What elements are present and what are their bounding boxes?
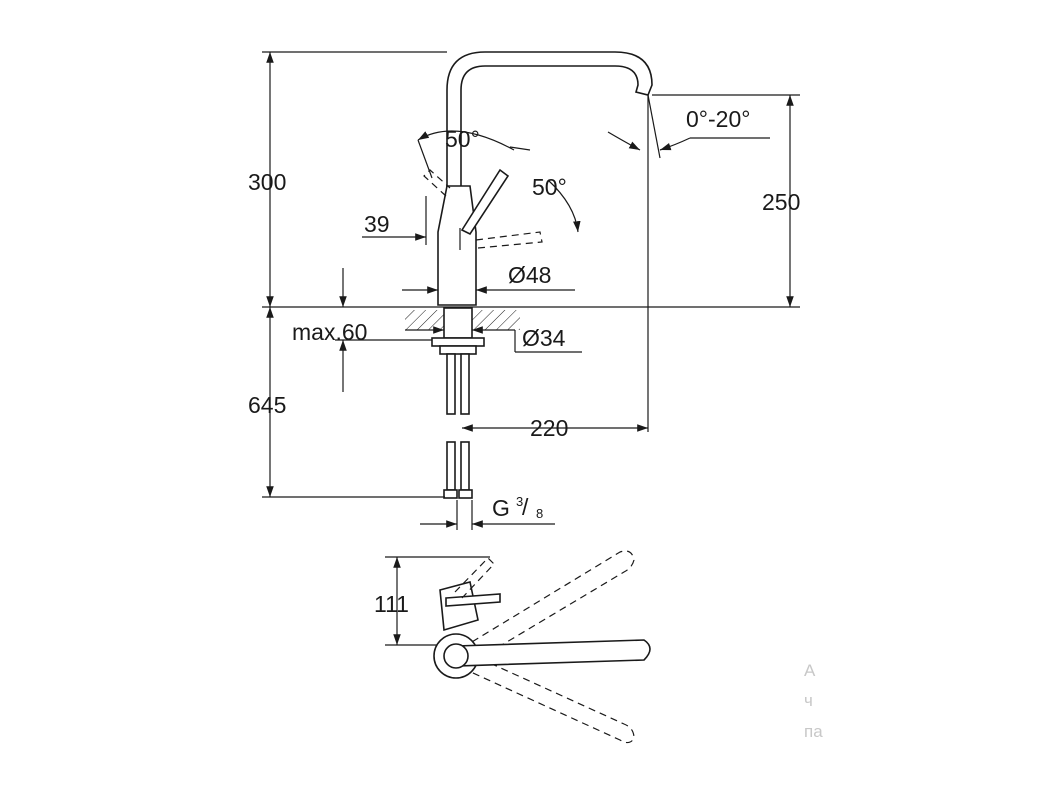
lever-handle — [460, 168, 510, 236]
label-swing-left: 50° — [445, 126, 480, 152]
label-top-view-depth: 111 — [374, 591, 409, 617]
hose-right-upper — [460, 353, 470, 415]
handle-swing-ghost — [454, 557, 495, 599]
dimension-labels: 300 50° 50° 0°-20° 250 39 Ø48 max.60 Ø34… — [248, 106, 800, 617]
body-top-inner — [443, 643, 469, 669]
mount-washer — [439, 345, 477, 355]
spout-swing-up — [461, 550, 635, 665]
faucet-body — [437, 185, 477, 306]
label-spout-reach: 220 — [530, 415, 568, 441]
label-thread-slash: / — [522, 494, 529, 520]
lever-ghost-right — [475, 231, 543, 249]
watermark-line-2: ч — [804, 691, 813, 710]
label-lever-offset: 39 — [364, 211, 390, 237]
label-hose-length: 645 — [248, 392, 286, 418]
label-spout-height: 250 — [762, 189, 800, 215]
handle-housing — [439, 581, 479, 632]
label-hole-diameter: Ø34 — [522, 325, 566, 351]
watermark: А ч па — [804, 661, 823, 741]
hose-left-upper — [446, 353, 456, 415]
label-thread: G — [492, 495, 510, 521]
ghost-lever-axis — [417, 139, 433, 179]
label-swing-right: 50° — [532, 174, 567, 200]
arc-50-left — [417, 130, 515, 151]
label-thread-numerator: 3 — [516, 494, 523, 509]
lever-ghost-left — [423, 169, 451, 197]
spout — [446, 51, 653, 196]
hose-left-lower — [446, 441, 456, 491]
lever-axis-ext — [509, 146, 531, 151]
tilt-arrow-left — [607, 131, 641, 151]
watermark-line-3: па — [804, 722, 823, 741]
spout-top — [455, 639, 651, 667]
tilt-line — [647, 94, 661, 159]
label-deck-thickness: max.60 — [292, 319, 367, 345]
label-body-diameter: Ø48 — [508, 262, 551, 288]
faucet-side-view — [405, 51, 653, 499]
mount-nut — [431, 337, 485, 347]
dimension-lines — [262, 51, 800, 530]
tilt-arrow-right — [659, 137, 691, 151]
mount-shank — [443, 307, 473, 339]
label-spout-tilt: 0°-20° — [686, 106, 750, 132]
label-thread-denominator: 8 — [536, 506, 543, 521]
hose-fitting-left — [443, 489, 458, 499]
handle-top — [445, 593, 501, 607]
hose-fitting-right — [458, 489, 473, 499]
watermark-line-1: А — [804, 661, 816, 680]
arc-50-right — [547, 179, 581, 233]
spout-swing-down — [461, 653, 635, 744]
faucet-top-view — [385, 550, 651, 744]
hose-right-lower — [460, 441, 470, 491]
label-height-total: 300 — [248, 169, 286, 195]
